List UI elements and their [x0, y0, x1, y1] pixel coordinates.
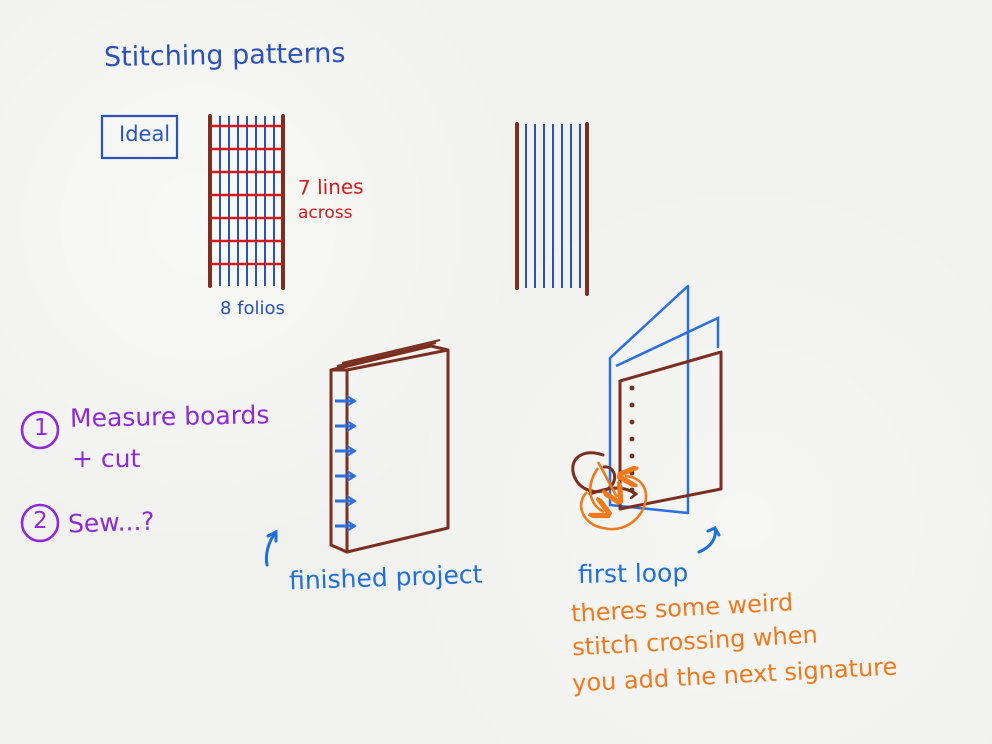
alternate-stitching-pattern: [515, 122, 589, 296]
step-two-number: 2: [33, 508, 48, 534]
folios-label: 8 folios: [220, 298, 285, 319]
circled-one-icon: [20, 410, 60, 450]
ideal-box: [100, 114, 179, 160]
step-one-line-2: + cut: [72, 444, 141, 473]
step-one-line-1: Measure boards: [69, 400, 270, 433]
ideal-stitching-pattern: [208, 114, 285, 290]
first-loop-sketch: [571, 284, 723, 531]
page-title: Stitching patterns: [103, 37, 346, 74]
finished-book-sketch: [329, 339, 450, 554]
lines-across-label-line-1: 7 lines: [297, 174, 364, 200]
step-two-text: Sew...?: [67, 506, 155, 539]
finished-project-label: finished project: [288, 559, 483, 596]
ideal-label: Ideal: [119, 122, 171, 146]
circled-two-icon: [20, 503, 60, 543]
step-one-number: 1: [34, 415, 49, 441]
lines-across-label-line-2: across: [298, 203, 353, 223]
first-loop-label: first loop: [577, 558, 689, 589]
